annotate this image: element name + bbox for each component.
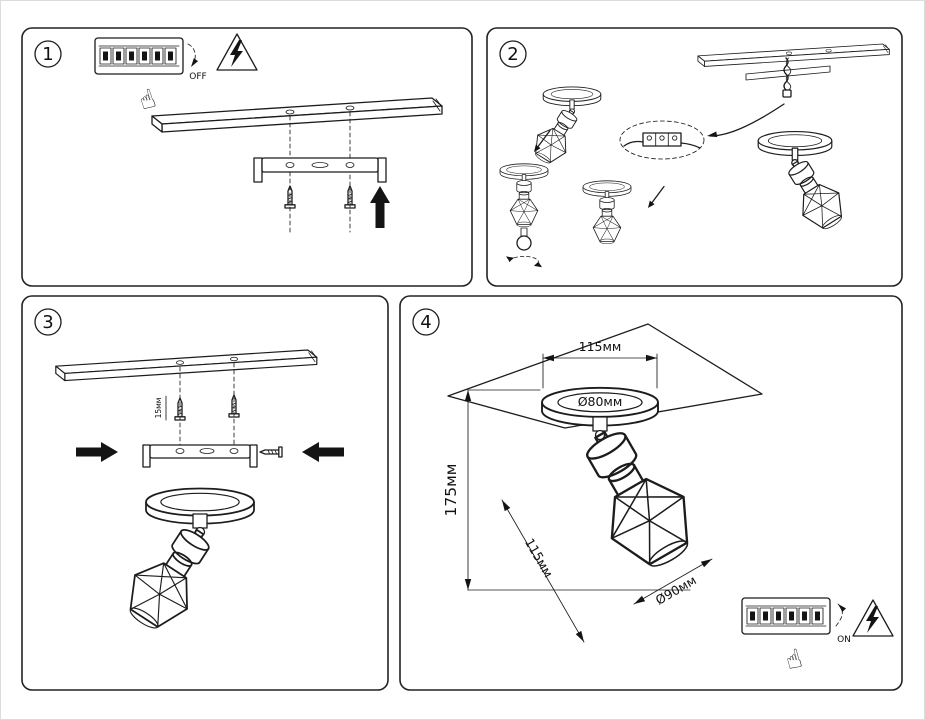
panel-3: 3 15мм	[21, 295, 389, 691]
spot-lamp	[114, 487, 255, 641]
mounting-strap	[745, 65, 831, 81]
dim-projection-line	[501, 499, 585, 643]
panel-1: 1 ☝ OFF	[21, 27, 473, 287]
step-3-badge	[34, 308, 62, 336]
dim-width-label: 115мм	[579, 339, 622, 354]
step-4-badge	[412, 308, 440, 336]
ceiling-surface	[447, 323, 763, 429]
circuit-breaker-icon	[94, 37, 184, 75]
step-2-badge	[499, 40, 527, 68]
panel-1-number: 1	[42, 44, 53, 65]
dim-shade-line	[633, 558, 713, 605]
switch-on-label: ON	[837, 635, 851, 645]
bulb-icon	[516, 227, 532, 251]
panel-2: 2	[486, 27, 903, 287]
spot-head	[581, 427, 710, 582]
panel-3-number: 3	[42, 312, 53, 333]
pointing-hand-icon: ☝	[782, 644, 805, 677]
mounting-bracket	[253, 157, 387, 183]
dim-canopy-label: Ø80мм	[578, 394, 623, 409]
panel-4: 4 115мм Ø80мм 175мм 115мм	[399, 295, 903, 691]
screw-length-label: 15мм	[154, 398, 163, 419]
circuit-breaker-icon	[741, 597, 831, 635]
panel-4-number: 4	[420, 312, 431, 333]
hub	[592, 416, 608, 432]
panel-2-number: 2	[507, 44, 518, 65]
mounting-bracket	[142, 444, 258, 468]
switch-off-label: OFF	[189, 72, 206, 82]
step-1-badge	[34, 40, 62, 68]
dim-height-label: 175мм	[442, 464, 460, 517]
